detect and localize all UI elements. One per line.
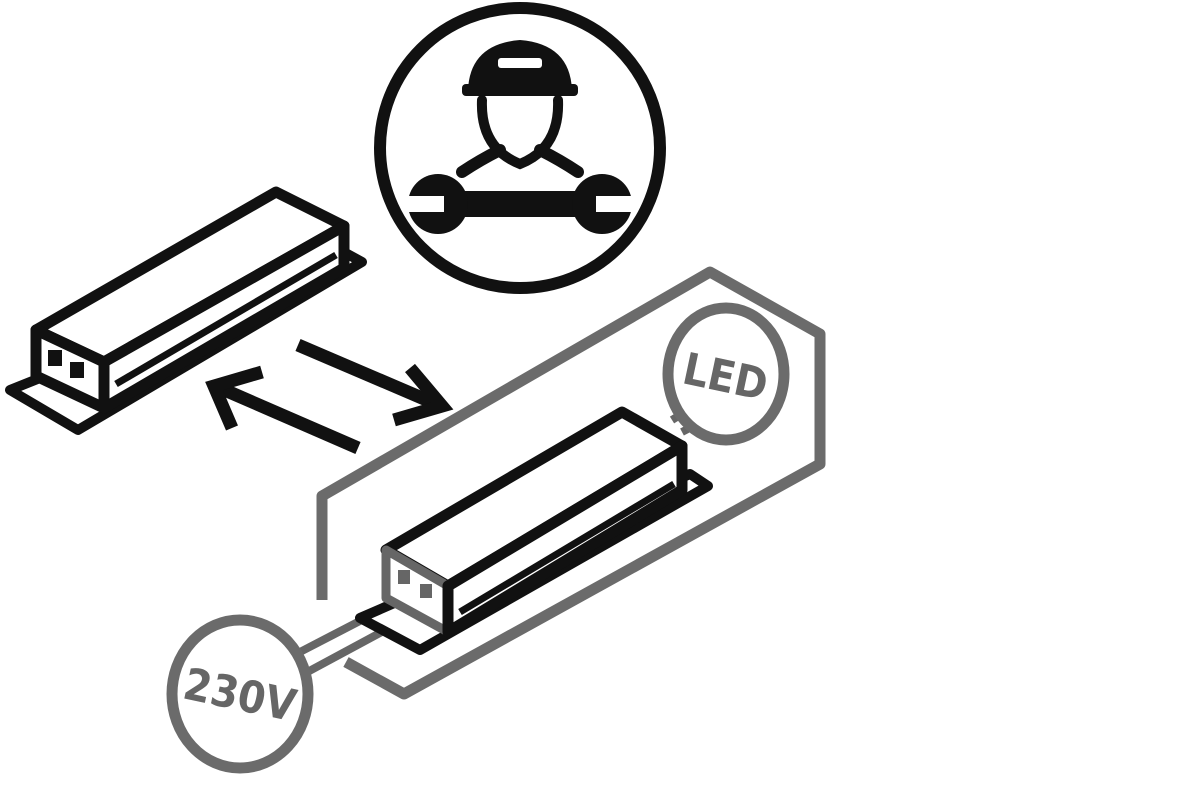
installation-enclosure [316, 266, 826, 700]
voltage-label-bubble: 230V [166, 614, 314, 774]
technician-badge [374, 2, 666, 294]
old-driver [5, 186, 367, 435]
new-driver [355, 406, 713, 655]
led-driver-box-icon [355, 406, 713, 655]
technician-with-wrench-icon [406, 40, 634, 234]
swap-arrows-icon [205, 339, 454, 454]
led-label-bubble: LED [662, 302, 790, 446]
led-driver-box-icon [5, 186, 367, 435]
